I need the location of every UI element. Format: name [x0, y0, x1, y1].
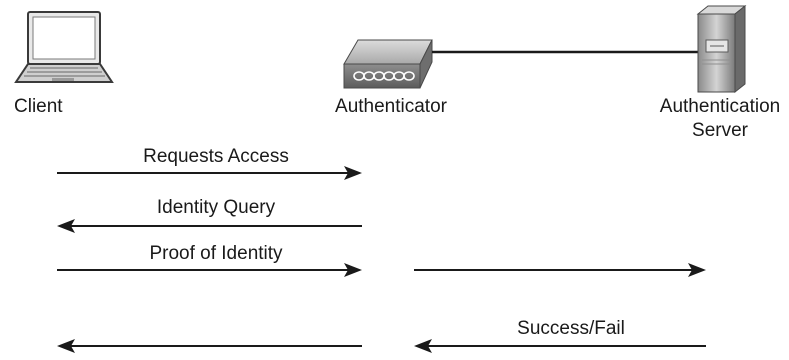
client-label: Client — [14, 96, 63, 117]
message-label-proof-of-identity: Proof of Identity — [149, 243, 283, 264]
message-arrow-proof-of-identity — [57, 263, 362, 277]
message-label-success-fail: Success/Fail — [517, 318, 625, 339]
tower-server-icon — [696, 4, 747, 94]
authenticator-label: Authenticator — [335, 96, 447, 117]
message-arrow-requests-access — [57, 166, 362, 180]
server-label-line2: Server — [692, 120, 748, 141]
message-label-identity-query: Identity Query — [156, 197, 276, 218]
message-arrow-forward-to-server — [414, 263, 706, 277]
message-arrow-success-fail — [414, 339, 706, 353]
message-arrow-identity-query — [57, 219, 362, 233]
network-switch-icon — [343, 39, 433, 89]
server-label-line1: Authentication — [659, 96, 781, 117]
laptop-icon — [14, 11, 114, 83]
message-arrow-result-to-client — [57, 339, 362, 353]
message-label-requests-access: Requests Access — [143, 146, 289, 167]
